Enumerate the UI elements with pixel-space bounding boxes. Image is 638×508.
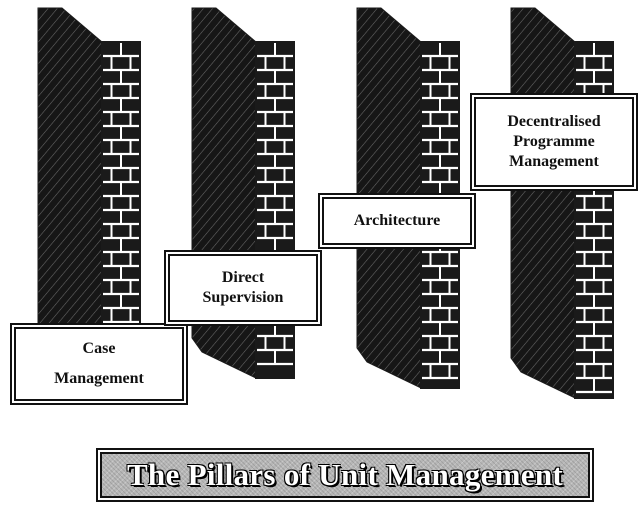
diagram-title: The Pillars of Unit Management [100,452,590,498]
label-line: Management [54,370,144,387]
brick-pillar-2 [191,7,295,379]
label-line: Direct [221,269,265,286]
label-line: Supervision [202,289,284,306]
brick-pillar-1 [37,7,141,369]
label-line: Architecture [353,212,441,229]
label-direct-supervision: Direct Supervision [168,254,318,322]
label-line: Management [509,153,599,170]
label-architecture: Architecture [322,197,472,245]
label-line: Decentralised [507,113,601,130]
brick-pillar-4 [510,7,614,399]
label-line: Case [82,340,116,357]
label-decentralised-programme-management: Decentralised Programme Management [474,97,634,187]
title-text: The Pillars of Unit Management [126,457,564,492]
label-line: Programme [513,133,595,150]
label-case-management: Case Management [14,327,184,401]
